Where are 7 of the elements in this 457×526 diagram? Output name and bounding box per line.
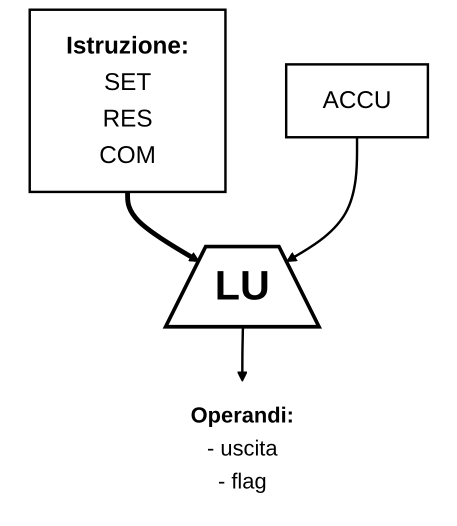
node-box	[28, 8, 226, 194]
diagram: Istruzione: SET RES COM LU Operandi: - uscita - flag ACCU	[20, 0, 438, 526]
node-text: Operandi: - uscita - flag	[190, 403, 294, 494]
arrow	[124, 192, 200, 262]
arrow	[236, 327, 248, 382]
node-box	[284, 63, 429, 138]
arrow	[286, 137, 358, 262]
